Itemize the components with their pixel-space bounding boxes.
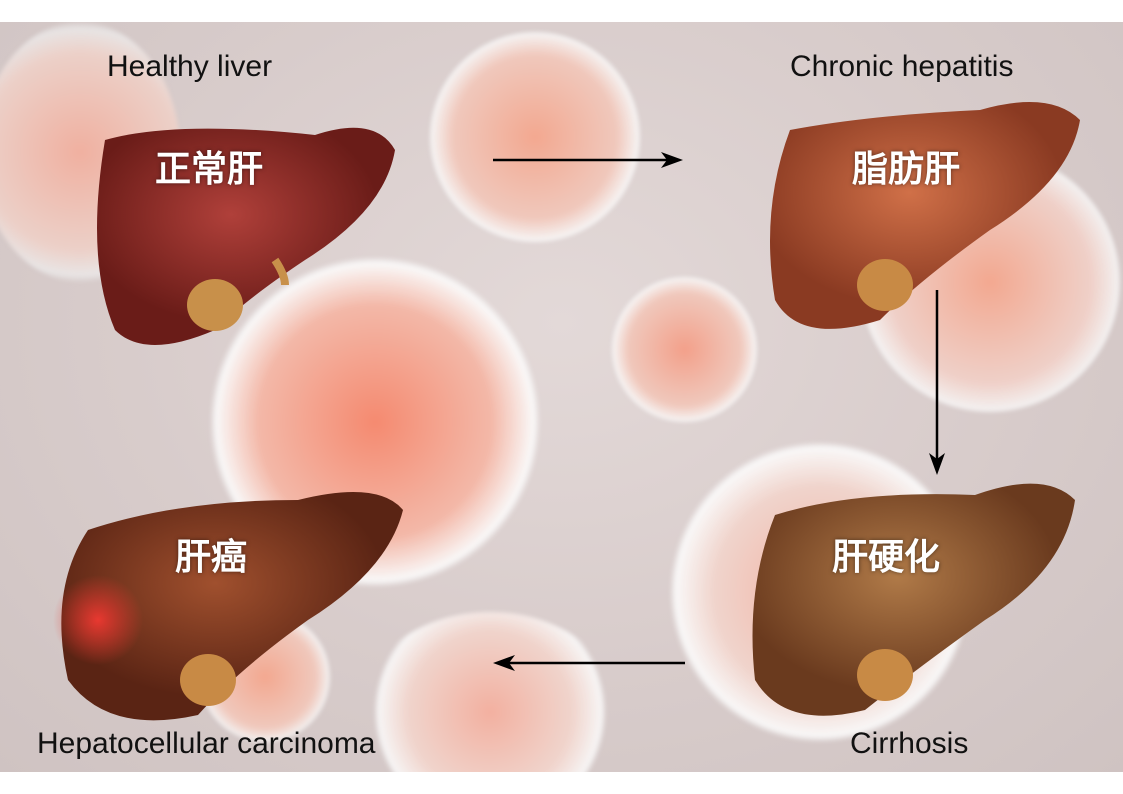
carcinoma-zh-label: 肝癌	[175, 536, 248, 577]
virus-particle	[430, 32, 640, 242]
virus-particle	[360, 612, 620, 772]
healthy-liver-illustration	[97, 127, 395, 346]
hepatitis-liver-illustration	[770, 102, 1080, 329]
virus-particle	[612, 277, 757, 422]
arrow-down	[929, 290, 945, 475]
healthy-liver-label: Healthy liver	[107, 50, 273, 83]
healthy-liver-zh-label: 正常肝	[155, 148, 264, 189]
arrow-left	[493, 655, 685, 671]
carcinoma-liver-illustration	[53, 492, 403, 721]
cirrhosis-liver-illustration	[752, 483, 1075, 716]
hepatitis-label: Chronic hepatitis	[790, 50, 1014, 83]
cirrhosis-zh-label: 肝硬化	[832, 536, 941, 577]
cirrhosis-label: Cirrhosis	[850, 727, 969, 760]
carcinoma-label: Hepatocellular carcinoma	[37, 727, 376, 760]
arrow-right	[493, 152, 683, 168]
hepatitis-zh-label: 脂肪肝	[852, 148, 961, 189]
